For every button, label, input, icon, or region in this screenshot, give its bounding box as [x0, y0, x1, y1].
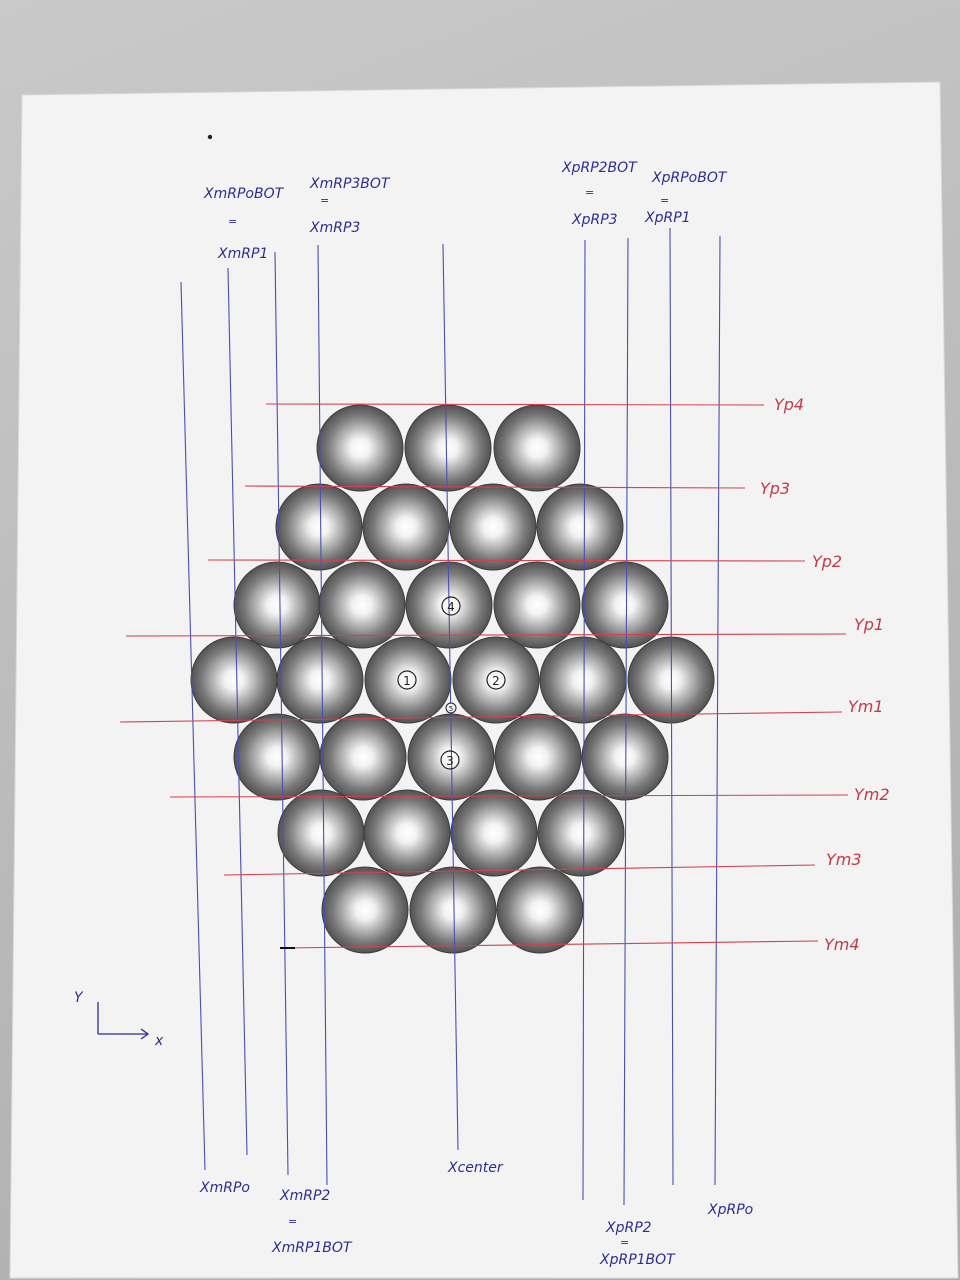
sphere-r1-c2	[404, 404, 492, 492]
top-label-4-line1: XpRPoBOT	[651, 170, 728, 186]
hline-ym1	[119, 711, 843, 723]
sphere-r6-c3	[450, 789, 538, 877]
top-label-4-line2: XpRP1	[644, 210, 691, 226]
vline-xm-rp1	[227, 267, 248, 1156]
top-label-4-eq: =	[660, 194, 669, 207]
sphere-r3-c2	[318, 561, 406, 649]
top-label-1-eq: =	[228, 215, 237, 228]
marker-3-ring	[440, 750, 460, 770]
sphere-r6-c4	[537, 789, 625, 877]
vline-xcenter	[442, 243, 459, 1151]
bottom-label-xm-rp2-eq: =	[288, 1215, 297, 1228]
sphere-r4-c5	[539, 636, 627, 724]
vline-xm-rpo	[180, 281, 206, 1171]
top-label-2-eq: =	[320, 194, 329, 207]
sphere-r4-c3	[364, 636, 452, 724]
marker-2-ring	[486, 670, 506, 690]
bottom-label-xm-rpo: XmRPo	[199, 1180, 250, 1196]
sphere-r5-c1	[233, 713, 321, 801]
sphere-r5-c2	[319, 713, 407, 801]
label-ym1: Ym1	[848, 697, 884, 716]
hline-ym2	[169, 794, 849, 798]
label-yp4: Yp4	[774, 395, 804, 414]
top-labels: XmRPoBOT = XmRP1 XmRP3BOT = XmRP3 XpRP2B…	[203, 160, 728, 262]
bottom-label-xp-rp2: XpRP2	[605, 1220, 652, 1236]
vline-xp-rp2	[623, 237, 629, 1206]
sphere-r3-c4	[493, 561, 581, 649]
vline-xp-rp3	[582, 239, 586, 1201]
marker-4-ring	[441, 596, 461, 616]
horizontal-labels: Yp4 Yp3 Yp2 Yp1 Ym1 Ym2 Ym3 Ym4	[760, 395, 890, 954]
bottom-label-xm-rp1bot: XmRP1BOT	[271, 1240, 353, 1256]
horizontal-lines	[119, 403, 849, 949]
vline-xm-rp3	[317, 244, 328, 1186]
label-yp3: Yp3	[760, 479, 790, 498]
sphere-r5-c5	[581, 713, 669, 801]
sphere-r4-c4	[452, 636, 540, 724]
top-label-2-line2: XmRP3	[309, 220, 360, 236]
bottom-label-xp-rp1bot: XpRP1BOT	[599, 1252, 676, 1268]
axis-x-arrow	[140, 1028, 150, 1040]
bottom-label-xm-rp2: XmRP2	[279, 1188, 330, 1204]
sphere-r7-c1	[321, 866, 409, 954]
label-ym2: Ym2	[854, 785, 890, 804]
sphere-r1-c3	[493, 404, 581, 492]
sphere-r6-c2	[363, 789, 451, 877]
vline-xm-rp2	[274, 251, 289, 1176]
marker-1: 1	[403, 674, 411, 688]
sphere-r7-c3	[496, 866, 584, 954]
hline-yp3	[244, 485, 746, 489]
marker-4: 4	[447, 600, 455, 614]
top-label-3-eq: =	[585, 186, 594, 199]
label-ym4: Ym4	[824, 935, 860, 954]
sphere-r4-c1	[190, 636, 278, 724]
vertical-lines	[180, 227, 721, 1206]
marker-5-ring	[445, 702, 457, 714]
label-ym3: Ym3	[826, 850, 862, 869]
hline-yp2	[207, 559, 806, 562]
marker-5: 5	[449, 705, 453, 713]
sphere-r5-c4	[494, 713, 582, 801]
vline-xp-rp1	[669, 227, 674, 1186]
sphere-r4-c2	[276, 636, 364, 724]
sphere-r2-c4	[536, 483, 624, 571]
top-label-3-line1: XpRP2BOT	[561, 160, 638, 176]
top-label-1-line1: XmRPoBOT	[203, 186, 285, 202]
hline-yp4	[265, 403, 765, 406]
sphere-cluster	[190, 404, 715, 954]
sphere-r3-c5	[581, 561, 669, 649]
label-yp1: Yp1	[854, 615, 884, 634]
axis-y-label: Y	[74, 990, 84, 1006]
hline-yp1	[125, 633, 847, 637]
sphere-r2-c2	[362, 483, 450, 571]
sphere-r2-c3	[449, 483, 537, 571]
top-label-3-line2: XpRP3	[571, 212, 618, 228]
axis-x-label: x	[154, 1033, 164, 1049]
bottom-label-xp-rp2-eq: =	[620, 1236, 629, 1249]
bottom-label-xcenter: Xcenter	[447, 1160, 504, 1176]
bottom-labels: XmRPo XmRP2 = XmRP1BOT Xcenter XpRP2 = X…	[199, 1160, 753, 1268]
top-label-1-line2: XmRP1	[217, 246, 268, 262]
hline-ym4	[284, 940, 819, 949]
marker-1-ring	[397, 670, 417, 690]
axes-indicator: Y x	[74, 990, 164, 1049]
vline-xp-rpo	[714, 235, 721, 1186]
pen-dot	[207, 134, 213, 140]
sphere-r2-c1	[275, 483, 363, 571]
sphere-r1-c1	[316, 404, 404, 492]
sphere-r6-c1	[277, 789, 365, 877]
marker-2: 2	[492, 674, 500, 688]
top-label-2-line1: XmRP3BOT	[309, 176, 391, 192]
marker-3: 3	[446, 754, 454, 768]
circle-markers: 1 2 3 4 5	[397, 596, 506, 770]
hline-ym3	[223, 864, 816, 876]
bottom-label-xp-rpo: XpRPo	[707, 1202, 753, 1218]
label-yp2: Yp2	[812, 552, 842, 571]
